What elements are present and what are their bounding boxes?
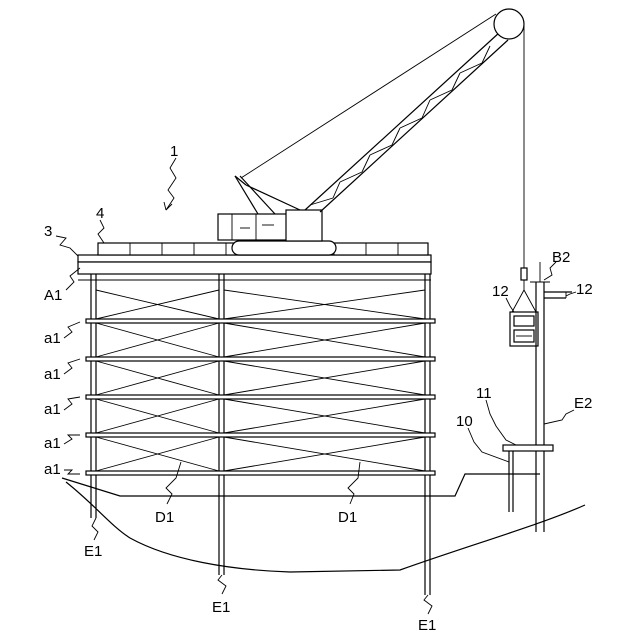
label-bracing-level-4: a1 bbox=[44, 435, 61, 452]
label-clamp-right: 12 bbox=[576, 281, 593, 298]
diagonal-bracing bbox=[96, 290, 425, 471]
hook-block bbox=[521, 268, 527, 280]
label-guide-frame: 10 bbox=[456, 413, 473, 430]
label-mat: 4 bbox=[96, 205, 104, 222]
crane-sheave bbox=[494, 9, 524, 39]
label-crane: 1 bbox=[170, 143, 178, 160]
ground-lines bbox=[62, 474, 585, 572]
label-diagonal-left: D1 bbox=[155, 509, 174, 526]
label-diagonal-right: D1 bbox=[338, 509, 357, 526]
label-bracing-level-1: a1 bbox=[44, 330, 61, 347]
label-bracing-level-5: a1 bbox=[44, 461, 61, 478]
label-pile-e2: E2 bbox=[574, 395, 592, 412]
girder-a1 bbox=[78, 262, 431, 274]
deck-beam bbox=[78, 255, 431, 262]
label-guide-beam: 11 bbox=[476, 385, 492, 402]
label-pile-right: E1 bbox=[418, 617, 436, 634]
crane-cab bbox=[286, 210, 322, 241]
crane-crawler bbox=[232, 241, 336, 255]
label-pile-middle: E1 bbox=[212, 599, 230, 616]
crane-boom bbox=[305, 32, 508, 212]
suspended-unit bbox=[510, 312, 538, 346]
guide-beam-11 bbox=[503, 445, 553, 451]
label-bracket-b2: B2 bbox=[552, 249, 570, 266]
pile-e2 bbox=[530, 262, 550, 532]
label-bracing-level-3: a1 bbox=[44, 401, 61, 418]
label-pile-left: E1 bbox=[84, 543, 102, 560]
guide-frame-10 bbox=[503, 445, 553, 512]
label-bracing-level-2: a1 bbox=[44, 366, 61, 383]
label-clamp-left: 12 bbox=[492, 283, 509, 300]
label-deck-beam: 3 bbox=[44, 223, 52, 240]
label-girder-a1: A1 bbox=[44, 287, 62, 304]
bracing-levels bbox=[86, 319, 435, 475]
crane-body bbox=[218, 214, 288, 240]
stage-structure bbox=[78, 243, 435, 595]
